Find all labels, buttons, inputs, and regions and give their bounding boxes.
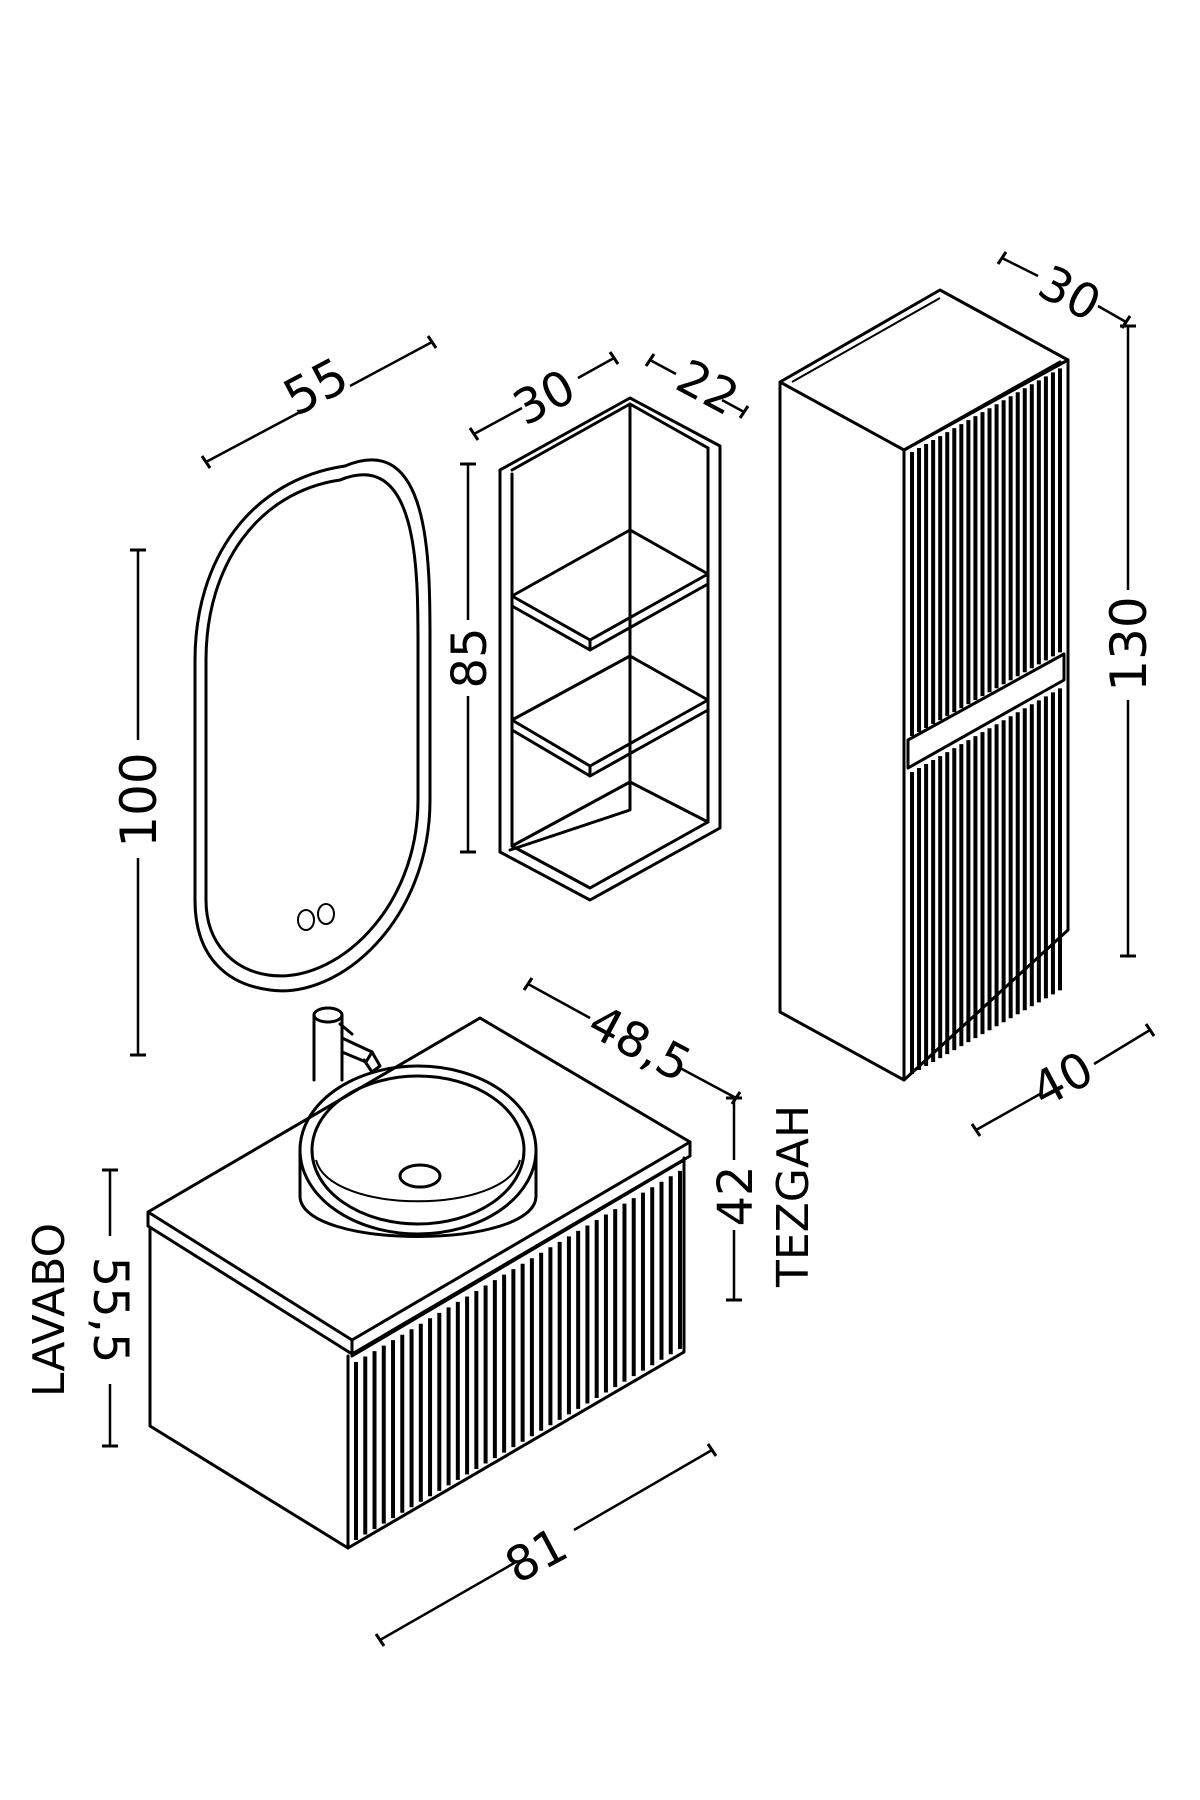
vanity-unit xyxy=(146,1006,692,1550)
vanity-counter-depth-dimension: 48,5 xyxy=(522,977,742,1105)
mirror-height-label: 100 xyxy=(110,752,168,847)
drain-icon xyxy=(398,1163,442,1189)
tall-cabinet xyxy=(778,288,1070,1082)
faucet xyxy=(312,1006,382,1082)
touch-button-icons xyxy=(297,903,335,931)
mirror-height-dimension: 100 xyxy=(110,548,168,1057)
shelf-height-label: 85 xyxy=(442,627,498,688)
cabinet-depth-dimension: 30 xyxy=(996,251,1132,333)
vanity-width-dimension: 81 xyxy=(374,1443,718,1647)
mirror-width-label: 55 xyxy=(274,346,357,427)
shelf-depth-label: 22 xyxy=(667,349,747,427)
vessel-basin xyxy=(298,1064,538,1238)
shelf-width-label: 30 xyxy=(504,359,584,437)
cabinet-height-label: 130 xyxy=(1100,596,1158,691)
cabinet-lower-door-flutes xyxy=(910,688,1062,1074)
oval-mirror xyxy=(193,458,432,993)
cabinet-width-label: 40 xyxy=(1022,1041,1102,1119)
cabinet-height-dimension: 130 xyxy=(1100,324,1158,958)
vanity-sink-height-dimension: 55,5 LAVABO xyxy=(24,1168,138,1448)
vanity-counter-label: TEZGAH xyxy=(768,1105,819,1288)
mirror-width-dimension: 55 xyxy=(200,335,438,469)
vanity-sink-label: LAVABO xyxy=(24,1223,75,1397)
vanity-counter-height-dimension: 42 TEZGAH xyxy=(708,1096,819,1302)
cabinet-width-dimension: 40 xyxy=(970,1023,1156,1137)
vanity-sink-height-label: 55,5 xyxy=(82,1257,138,1364)
cabinet-depth-label: 30 xyxy=(1029,255,1109,333)
cabinet-upper-door-flutes xyxy=(910,368,1062,736)
vanity-counter-height-label: 42 xyxy=(708,1165,764,1226)
shelf-width-dimension: 30 xyxy=(468,351,620,441)
shelf-depth-dimension: 22 xyxy=(644,349,750,427)
vanity-width-label: 81 xyxy=(496,1517,576,1595)
vanity-counter-depth-label: 48,5 xyxy=(579,994,700,1094)
open-shelf-unit xyxy=(498,396,722,902)
vanity-drawer-flutes xyxy=(354,1170,682,1540)
shelf-height-dimension: 85 xyxy=(442,462,498,854)
